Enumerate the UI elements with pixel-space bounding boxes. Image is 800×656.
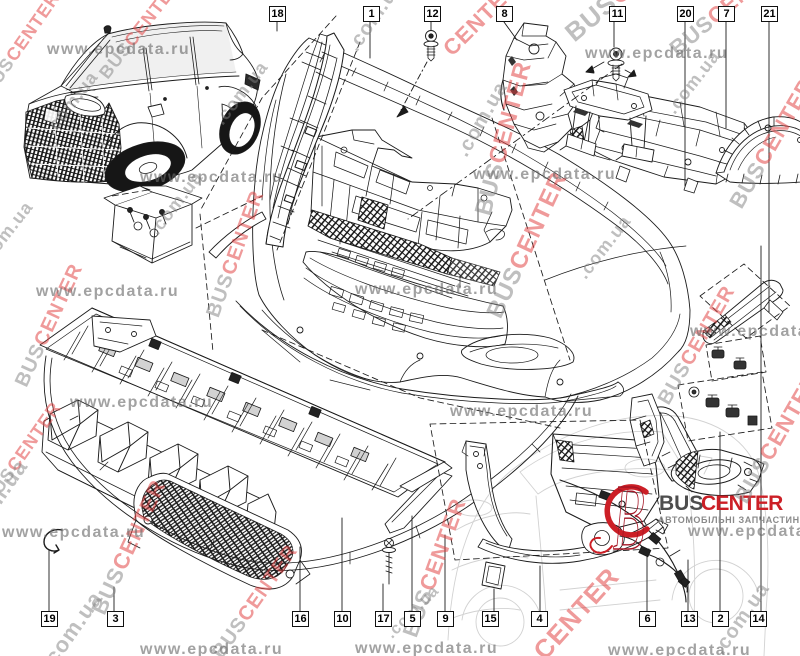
svg-text:BUS: BUS	[659, 492, 703, 515]
svg-text:АВТОМОБІЛЬНІ ЗАПЧАСТИНИ: АВТОМОБІЛЬНІ ЗАПЧАСТИНИ	[658, 515, 800, 525]
svg-text:B: B	[613, 466, 645, 570]
svg-text:CENTER: CENTER	[701, 492, 783, 515]
